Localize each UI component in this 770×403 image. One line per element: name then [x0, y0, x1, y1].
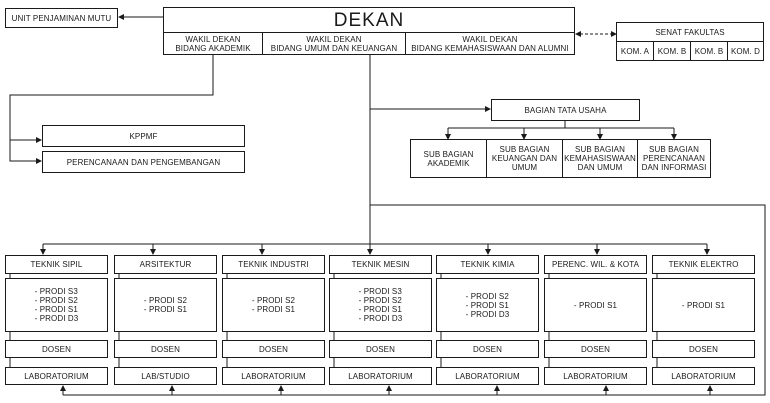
dosen-box: DOSEN: [329, 340, 432, 358]
kppmf-box: KPPMF: [42, 125, 245, 147]
prodi-list: - PRODI S3- PRODI S2- PRODI S1- PRODI D3: [35, 287, 79, 323]
wakil-line1: WAKIL DEKAN: [306, 34, 362, 44]
prodi-item: - PRODI D3: [465, 309, 510, 319]
prodi-list-box: - PRODI S1: [544, 278, 647, 332]
prodi-list-box: - PRODI S3- PRODI S2- PRODI S1- PRODI D3: [5, 278, 108, 332]
prodi-item: - PRODI S1: [358, 305, 402, 314]
laboratorium-box: LABORATORIUM: [222, 367, 325, 385]
komisi-b: KOM. B: [653, 41, 691, 61]
department-name-box: PERENC. WIL. & KOTA: [544, 255, 647, 274]
dosen-box: DOSEN: [652, 340, 755, 358]
prodi-item: - PRODI S2: [251, 296, 296, 305]
dosen-box: DOSEN: [5, 340, 108, 358]
prodi-list: - PRODI S1: [574, 301, 617, 310]
sub-bagian-line: PERENCANAAN: [642, 154, 705, 163]
dosen-box: DOSEN: [544, 340, 647, 358]
prodi-item: - PRODI S1: [143, 305, 188, 314]
prodi-item: - PRODI S3: [358, 287, 402, 296]
department-name-box: TEKNIK ELEKTRO: [652, 255, 755, 274]
laboratorium-box: LABORATORIUM: [329, 367, 432, 385]
prodi-item: - PRODI S3: [34, 287, 78, 296]
komisi-b-2: KOM. B: [690, 41, 728, 61]
sub-bagian-line: DAN INFORMASI: [641, 163, 707, 172]
prodi-list-box: - PRODI S2- PRODI S1- PRODI D3: [436, 278, 539, 332]
prodi-list-box: - PRODI S3- PRODI S2- PRODI S1- PRODI D3: [329, 278, 432, 332]
prodi-list-box: - PRODI S1: [652, 278, 755, 332]
unit-penjaminan-mutu-box: UNIT PENJAMINAN MUTU: [5, 8, 118, 28]
prodi-item: - PRODI S2: [143, 296, 188, 305]
prodi-list-box: - PRODI S2- PRODI S1: [114, 278, 217, 332]
laboratorium-box: LABORATORIUM: [652, 367, 755, 385]
sub-bagian-line: KEUANGAN DAN: [491, 154, 558, 163]
department-name-box: ARSITEKTUR: [114, 255, 217, 274]
prodi-list: - PRODI S1: [682, 301, 725, 310]
sub-bagian-line: SUB BAGIAN: [423, 149, 474, 159]
sub-bagian-line: DAN UMUM: [577, 163, 623, 172]
bagian-tata-usaha-box: BAGIAN TATA USAHA: [491, 99, 640, 121]
department-name-box: TEKNIK MESIN: [329, 255, 432, 274]
wakil-line2: BIDANG AKADEMIK: [175, 43, 251, 53]
laboratorium-box: LABORATORIUM: [436, 367, 539, 385]
prodi-item: - PRODI S1: [465, 300, 509, 310]
dosen-box: DOSEN: [222, 340, 325, 358]
prodi-list: - PRODI S2- PRODI S1: [144, 296, 187, 314]
wakil-dekan-kemahasiswaan: WAKIL DEKAN BIDANG KEMAHASISWAAN DAN ALU…: [405, 32, 575, 55]
wakil-line2: BIDANG UMUM DAN KEUANGAN: [270, 43, 398, 53]
komisi-a: KOM. A: [616, 41, 654, 61]
dekan-box: DEKAN: [163, 7, 575, 33]
prodi-list-box: - PRODI S2- PRODI S1: [222, 278, 325, 332]
wakil-line1: WAKIL DEKAN: [185, 34, 241, 44]
perencanaan-pengembangan-box: PERENCANAAN DAN PENGEMBANGAN: [42, 151, 245, 173]
prodi-item: - PRODI S1: [681, 300, 726, 310]
sub-bagian-line: SUB BAGIAN: [575, 145, 625, 154]
dosen-box: DOSEN: [436, 340, 539, 358]
prodi-list: - PRODI S2- PRODI S1- PRODI D3: [466, 292, 510, 319]
laboratorium-box: LABORATORIUM: [544, 367, 647, 385]
wakil-dekan-akademik: WAKIL DEKAN BIDANG AKADEMIK: [163, 32, 263, 55]
sub-bagian-line: SUB BAGIAN: [649, 145, 699, 154]
department-name-box: TEKNIK SIPIL: [5, 255, 108, 274]
prodi-item: - PRODI D3: [34, 314, 79, 323]
prodi-item: - PRODI D3: [358, 314, 403, 323]
sub-bagian-line: AKADEMIK: [427, 158, 470, 168]
prodi-item: - PRODI S2: [358, 296, 402, 305]
prodi-item: - PRODI S2: [34, 296, 78, 305]
department-name-box: TEKNIK KIMIA: [436, 255, 539, 274]
laboratorium-box: LAB/STUDIO: [114, 367, 217, 385]
sub-bagian-line: UMUM: [511, 163, 538, 172]
wakil-line2: BIDANG KEMAHASISWAAN DAN ALUMNI: [411, 43, 569, 53]
prodi-item: - PRODI S1: [573, 300, 618, 310]
dosen-box: DOSEN: [114, 340, 217, 358]
komisi-d: KOM. D: [727, 41, 764, 61]
prodi-list: - PRODI S3- PRODI S2- PRODI S1- PRODI D3: [359, 287, 403, 323]
senat-fakultas-box: SENAT FAKULTAS: [616, 22, 764, 42]
wakil-dekan-umum-keuangan: WAKIL DEKAN BIDANG UMUM DAN KEUANGAN: [262, 32, 406, 55]
department-name-box: TEKNIK INDUSTRI: [222, 255, 325, 274]
prodi-item: - PRODI S1: [34, 305, 78, 314]
sub-bagian-line: KEMAHASISWAAN: [564, 154, 636, 163]
laboratorium-box: LABORATORIUM: [5, 367, 108, 385]
wakil-line1: WAKIL DEKAN: [462, 34, 518, 44]
sub-bagian-line: SUB BAGIAN: [499, 145, 550, 154]
prodi-item: - PRODI S2: [465, 291, 509, 301]
prodi-item: - PRODI S1: [251, 305, 296, 314]
prodi-list: - PRODI S2- PRODI S1: [252, 296, 295, 314]
